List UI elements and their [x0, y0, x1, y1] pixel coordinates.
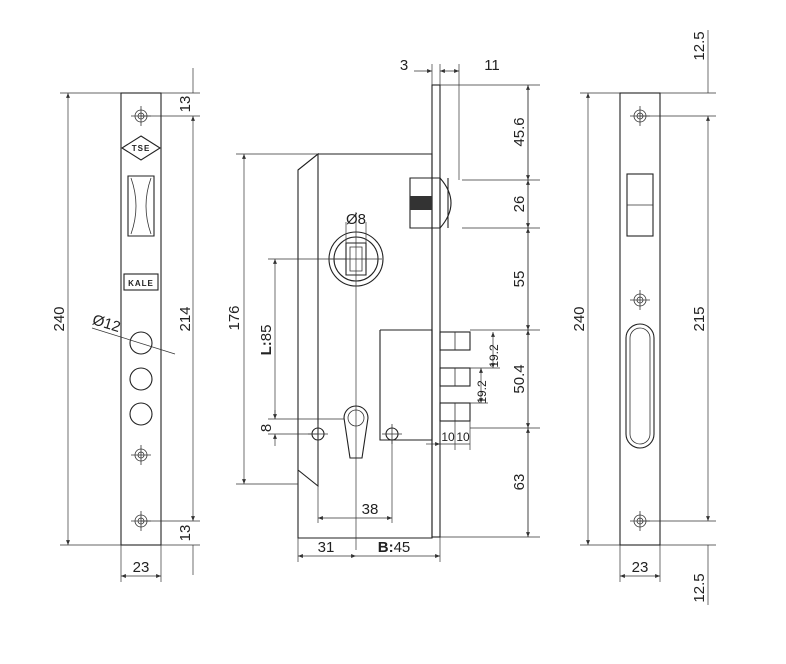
edge-offset-label: 31	[318, 539, 335, 556]
center-distance-value: 85	[258, 325, 275, 342]
strike-bottom-margin-label: 12.5	[691, 573, 708, 602]
screw-offset-label: 8	[258, 424, 275, 432]
center-distance-label: L:85	[258, 325, 275, 356]
screw-span-label: 38	[362, 501, 379, 518]
strike-latch-opening	[626, 173, 654, 237]
strike-deadbolt-slot	[625, 323, 655, 449]
left-faceplate-latch-opening	[127, 175, 155, 237]
latch-segment-label: 26	[511, 196, 528, 213]
strike-plate-view: 240 215 12.5 12.5 23	[571, 30, 716, 605]
strike-middle-screw-icon	[630, 290, 650, 310]
strike-height-label: 240	[571, 306, 588, 331]
strike-width-label: 23	[632, 559, 649, 576]
backset-label: B:45	[378, 539, 411, 556]
bolt-width-a-label: 10	[441, 430, 455, 444]
gap-segment-label: 55	[511, 271, 528, 288]
kale-logo: KALE	[123, 273, 159, 291]
deadbolt-throws	[439, 331, 471, 422]
latch-bolt	[409, 177, 452, 229]
latch-offset-label: 11	[484, 57, 500, 74]
strike-inner-label: 215	[691, 306, 708, 331]
lock-front-plate	[431, 84, 441, 538]
cylinder-cutout	[343, 405, 369, 459]
strike-top-margin-label: 12.5	[691, 31, 708, 60]
left-faceplate-middle-screw-icon	[131, 445, 151, 465]
deadbolt-housing	[379, 329, 433, 441]
kale-logo-text: KALE	[128, 279, 154, 288]
plate-thickness-label: 3	[400, 57, 408, 74]
bolt-step-a-label: 19.2	[487, 344, 501, 368]
left-faceplate-outline	[120, 92, 162, 546]
top-segment-label: 45.6	[511, 117, 528, 146]
left-bottom-margin-label: 13	[177, 525, 194, 542]
tse-logo: TSE	[120, 135, 162, 161]
left-faceplate-view: TSE KALE 240	[51, 68, 200, 582]
backset-prefix: B:	[378, 539, 394, 556]
tse-logo-text: TSE	[132, 144, 151, 153]
hole-diameter-label: Ø12	[90, 311, 122, 336]
left-height-label: 240	[51, 306, 68, 331]
center-distance-prefix: L:	[258, 341, 275, 355]
backset-value: 45	[394, 539, 411, 556]
bolt-step-b-label: 19.2	[475, 380, 489, 404]
body-height-label: 176	[226, 305, 243, 330]
left-top-margin-label: 13	[177, 96, 194, 113]
lock-body-view: Ø8 176	[226, 57, 500, 562]
right-dimension-column: 45.6 26 55 50.4 63 19.2 19.2 10 10	[426, 84, 540, 538]
bottom-segment-label: 63	[511, 474, 528, 491]
left-faceplate-hole-2	[129, 367, 153, 391]
bolt-width-b-label: 10	[456, 430, 470, 444]
strike-plate-outline	[619, 92, 661, 546]
left-faceplate-hole-3	[129, 402, 153, 426]
left-faceplate-hole-1	[129, 331, 153, 355]
deadbolt-segment-label: 50.4	[511, 364, 528, 393]
left-inner-label: 214	[177, 306, 194, 331]
left-width-label: 23	[133, 559, 150, 576]
spindle-diameter-label: Ø8	[346, 211, 366, 228]
